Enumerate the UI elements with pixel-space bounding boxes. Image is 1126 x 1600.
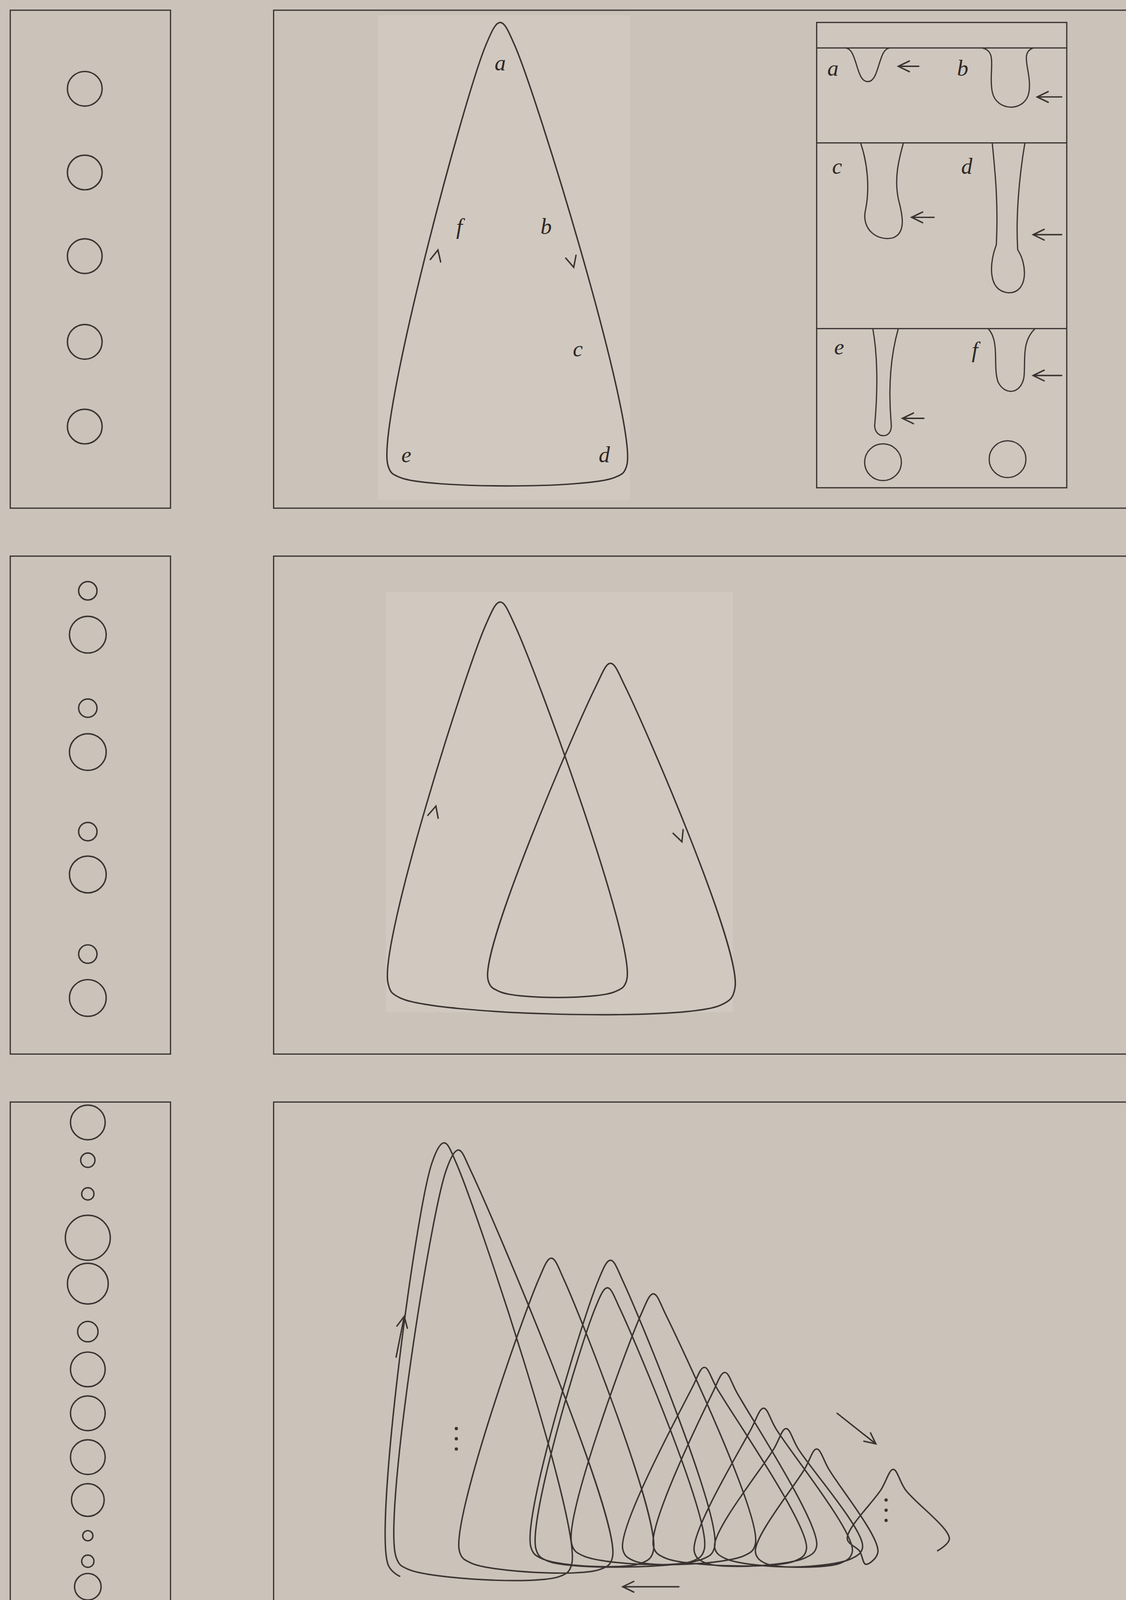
drop xyxy=(78,699,98,718)
flow-arrow xyxy=(430,250,441,263)
drop xyxy=(70,1396,105,1432)
drop xyxy=(67,409,103,444)
flow-arrow xyxy=(427,806,439,819)
point-label: f xyxy=(456,215,463,239)
panel-frame xyxy=(10,10,171,509)
dot xyxy=(454,1427,459,1432)
drop-shape xyxy=(988,328,1036,392)
point-label: c xyxy=(832,155,842,178)
dot xyxy=(884,1509,888,1513)
drop xyxy=(65,1215,111,1261)
point-label: a xyxy=(494,51,506,75)
drop-shape xyxy=(845,48,890,82)
drop xyxy=(69,733,107,771)
flow-arrow xyxy=(836,1413,876,1445)
drop xyxy=(67,238,103,274)
drop xyxy=(78,822,98,842)
point-label: b xyxy=(956,57,969,80)
flow-arrow xyxy=(1033,229,1062,240)
flow-arrow xyxy=(1037,91,1062,103)
flow-arrow xyxy=(898,61,919,72)
drop-shape xyxy=(860,142,904,239)
phase-curve xyxy=(385,1143,950,1582)
flow-arrow xyxy=(911,212,935,223)
drop xyxy=(67,154,103,190)
phase-curve xyxy=(387,602,735,1016)
point-label: f xyxy=(972,339,979,362)
panel-frame xyxy=(273,10,1126,509)
faucet-line xyxy=(816,47,1067,50)
drop-column xyxy=(65,71,111,1600)
ellipsis-dots xyxy=(454,1427,888,1523)
dot xyxy=(884,1499,888,1503)
panel-frame xyxy=(273,1102,1126,1600)
panel-frame xyxy=(10,556,171,1055)
dot xyxy=(454,1437,459,1442)
flow-arrow xyxy=(902,413,924,425)
drop xyxy=(69,616,107,654)
flow-arrow xyxy=(395,1316,408,1358)
panel-frames xyxy=(10,10,1126,1600)
drop xyxy=(81,1555,94,1569)
point-label: e xyxy=(401,443,411,467)
drop xyxy=(69,979,107,1017)
point-label: a xyxy=(827,57,839,80)
flow-arrow xyxy=(673,830,684,843)
drop-shape xyxy=(991,142,1025,293)
point-label: d xyxy=(961,155,973,178)
drop xyxy=(80,1153,95,1168)
arrows xyxy=(395,61,1062,1593)
faucet-line xyxy=(816,142,1067,144)
drop xyxy=(67,324,103,359)
attractor-curves xyxy=(385,22,950,1582)
point-label: d xyxy=(598,443,611,467)
drop xyxy=(82,1531,93,1542)
drop xyxy=(74,1573,102,1600)
dot xyxy=(454,1448,459,1452)
point-label: c xyxy=(572,338,583,361)
drop xyxy=(70,1352,105,1387)
drop xyxy=(71,1484,104,1517)
point-label: b xyxy=(540,215,552,239)
inset xyxy=(816,22,1067,488)
photo-ground xyxy=(385,592,733,1013)
inset-frame xyxy=(816,22,1067,488)
flow-arrow xyxy=(565,255,577,268)
drop xyxy=(864,443,902,481)
drop xyxy=(81,1188,94,1201)
drop-shape xyxy=(982,48,1034,108)
drop xyxy=(70,1440,105,1475)
phase-curve xyxy=(386,22,628,486)
panel-frame xyxy=(273,556,1126,1055)
drop xyxy=(78,581,98,601)
panel-frame xyxy=(10,1102,171,1600)
drop xyxy=(67,71,103,106)
flow-arrow xyxy=(622,1582,680,1593)
point-label: e xyxy=(834,336,844,359)
photo-ground xyxy=(377,15,631,501)
drop-shape xyxy=(872,328,899,437)
dot xyxy=(884,1519,888,1523)
flow-arrow xyxy=(1033,370,1062,381)
drop xyxy=(989,441,1026,478)
faucet-line xyxy=(816,327,1067,330)
drop xyxy=(78,945,98,964)
drop xyxy=(70,1105,105,1141)
drop xyxy=(67,1263,109,1305)
drop xyxy=(69,856,107,894)
drop xyxy=(77,1321,99,1343)
